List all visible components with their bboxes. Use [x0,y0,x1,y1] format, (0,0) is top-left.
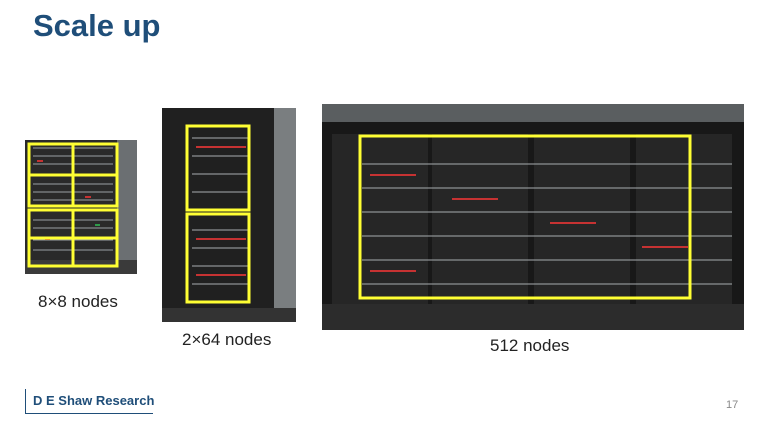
logo-underline [25,413,153,414]
caption-8x8: 8×8 nodes [38,292,118,311]
caption-2x64: 2×64 nodes [182,330,272,349]
photo-512-racks [322,104,744,330]
page-number: 17 [726,399,739,411]
logo-text: D E Shaw Research [33,393,155,408]
caption-512: 512 nodes [490,336,570,355]
logo-border-left [25,389,26,414]
slide-title: Scale up [33,8,161,43]
company-logo: D E Shaw Research [25,389,155,415]
photo-8x8-rack [25,140,137,274]
photo-2x64-rack [162,108,296,322]
